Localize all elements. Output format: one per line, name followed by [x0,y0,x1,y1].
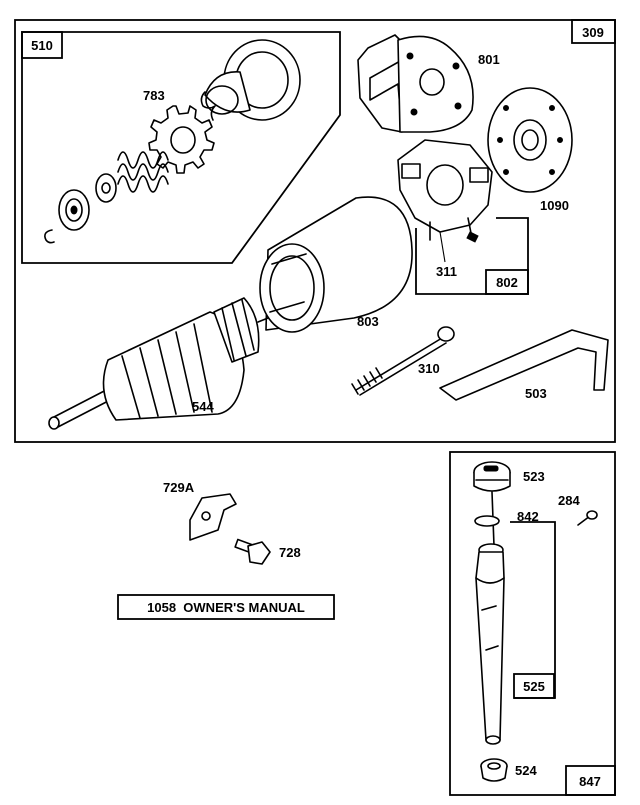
callout-729A: 729A [163,480,195,495]
callout-803: 803 [357,314,379,329]
callout-842: 842 [517,509,539,524]
drive-spring-part [117,151,169,193]
callout-309: 309 [582,25,604,40]
callout-523: 523 [523,469,545,484]
stop-collar-part [58,189,90,231]
dipstick-cap-part [473,461,511,492]
end-cap-bracket-part [357,34,474,133]
armature-part [48,297,269,430]
callout-544: 544 [192,399,214,414]
callout-box-802 [485,269,529,295]
callout-783: 783 [143,88,165,103]
callout-525: 525 [523,679,545,694]
tube-kit-frame [510,521,556,699]
motor-housing-part [259,196,413,333]
retaining-clip-part [44,229,55,244]
callout-311: 311 [436,264,457,279]
mounting-bracket-part [439,329,609,401]
callout-524: 524 [515,763,537,778]
drive-assembly-frame [21,31,341,264]
callout-box-525 [513,673,555,699]
grommet-part [480,758,508,782]
callout-510: 510 [31,38,53,53]
manual-label-box [117,594,335,620]
through-bolt-part [351,326,455,396]
callout-box-309 [571,19,616,44]
callout-503: 503 [525,386,547,401]
starter-assembly-frame [14,19,616,443]
fill-tube-part [475,543,505,745]
pinion-gear-part [148,105,215,174]
callout-box-510 [21,31,63,59]
callout-802: 802 [496,275,518,290]
drive-housing-part [200,39,301,121]
screw-part [234,538,271,565]
lock-plate-part [189,493,237,541]
callout-801: 801 [478,52,500,67]
small-screw-part [577,510,598,526]
callout-728: 728 [279,545,301,560]
callout-847: 847 [579,774,601,789]
callout-284: 284 [558,493,580,508]
callout-1090: 1090 [540,198,569,213]
brush-holder-part [397,139,493,243]
callout-310: 310 [418,361,440,376]
washer-part [95,173,117,203]
callout-box-847 [565,765,616,796]
o-ring-part [474,515,500,527]
callout-manual: 1058 OWNER'S MANUAL [147,600,305,615]
leader-311 [439,231,446,263]
dipstick-assembly-frame [449,451,616,796]
end-plate-part [487,87,573,193]
